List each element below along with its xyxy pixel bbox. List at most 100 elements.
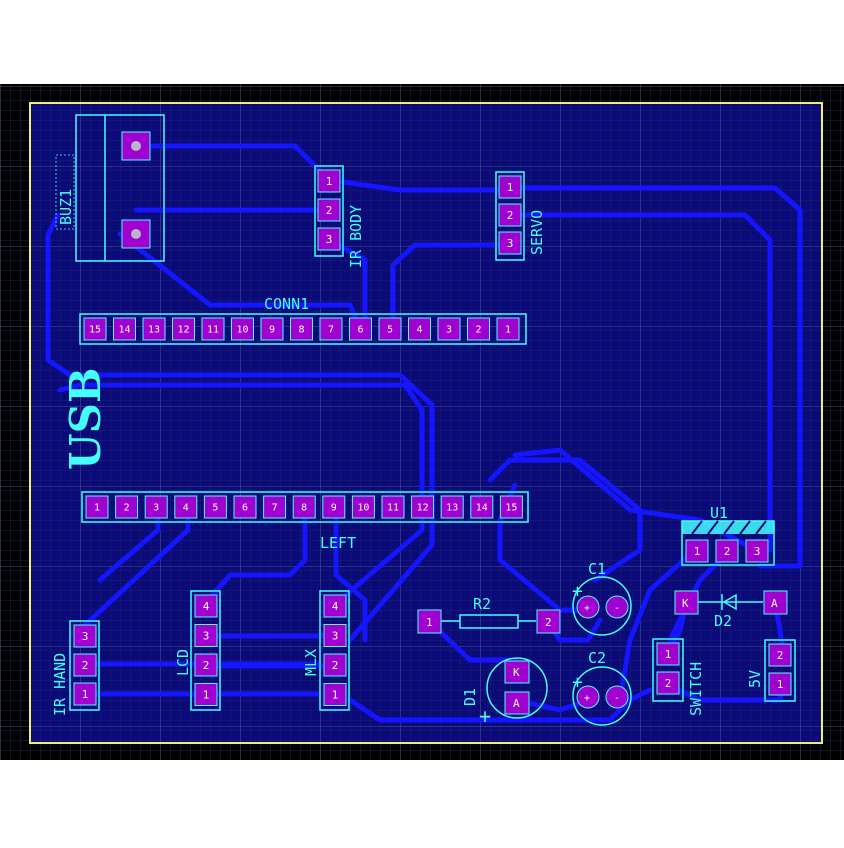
conn1-pad-5[interactable] [378,317,402,341]
component-c2[interactable]: + - + C2 [572,649,632,726]
lcd-label: LCD [174,649,192,676]
lcd-pad-4[interactable] [194,594,218,618]
conn1-pad-4[interactable] [408,317,431,341]
ir-body-pad-1[interactable] [317,169,341,193]
component-buz1[interactable]: BUZ1 [55,114,165,262]
conn1-pad-12[interactable] [172,317,195,341]
conn1-pad-3[interactable] [437,317,461,341]
c1-pad-minus[interactable] [605,595,629,619]
conn1-pad-number: 5 [387,325,393,336]
ir-hand-pad-2[interactable] [73,653,97,677]
lcd-outline [190,590,221,711]
c2-pad-minus[interactable] [605,685,629,709]
d2-pad-k[interactable] [674,590,699,615]
component-r2[interactable]: 1 2 R2 [417,595,561,634]
conn1-pad-7[interactable] [319,317,343,341]
component-d1[interactable]: K A + D1 [461,657,548,728]
lcd-pad-1[interactable] [194,683,218,706]
switch-pad-2[interactable] [656,671,680,695]
u1-pad-2[interactable] [715,539,739,563]
left-pad-3[interactable] [144,495,168,519]
r2-pad-1[interactable] [417,609,442,634]
left-pad-number: 11 [387,503,399,514]
component-5v[interactable]: 21 5V [746,639,796,702]
buz1-pad[interactable] [121,219,151,249]
u1-pad-3[interactable] [745,539,769,563]
conn1-pad-8[interactable] [290,317,313,341]
conn1-pad-number: 2 [475,325,481,336]
left-pad-1[interactable] [85,495,109,519]
conn1-pad-13[interactable] [142,317,166,341]
mlx-pad-3[interactable] [323,624,347,647]
conn1-pad-1[interactable] [496,317,520,341]
c1-pad-minus-text: - [614,603,620,614]
left-pad-8[interactable] [292,495,316,519]
d1-pad-k[interactable] [504,660,530,684]
left-pad-4[interactable] [174,495,198,519]
left-pad-6[interactable] [233,495,257,519]
ir-hand-pad-1[interactable] [73,682,97,706]
conn1-pad-2[interactable] [467,317,490,341]
conn1-pad-number: 11 [207,325,219,336]
mlx-pad-1[interactable] [323,683,347,706]
c1-pad-plus[interactable] [576,595,600,619]
lcd-pad-number: 4 [203,600,210,613]
c2-label: C2 [588,649,606,667]
component-c1[interactable]: + - + C1 [572,560,632,636]
servo-pad-2[interactable] [498,203,522,227]
left-pad-14[interactable] [470,495,494,519]
left-pad-9[interactable] [322,495,346,519]
c2-pad-plus[interactable] [576,685,600,709]
mlx-pad-2[interactable] [323,653,347,677]
conn1-pad-14[interactable] [113,317,136,341]
left-pad-11[interactable] [381,495,405,519]
component-d2[interactable]: K A D2 [674,590,788,630]
d1-outline [486,657,548,719]
ir-hand-pad-3[interactable] [73,624,97,648]
d2-pad-a[interactable] [763,590,788,615]
u1-label: U1 [710,504,728,522]
u1-pad-number: 1 [694,545,701,558]
fivev-pad-2[interactable] [768,643,792,667]
conn1-pad-15[interactable] [83,317,107,341]
component-switch[interactable]: 12 SWITCH [652,638,705,716]
left-pad-7[interactable] [263,495,287,519]
mlx-pad-4[interactable] [323,594,347,618]
fivev-pad-1[interactable] [768,672,792,696]
left-pad-12[interactable] [411,495,435,519]
left-label: LEFT [320,534,356,552]
servo-pad-3[interactable] [498,231,522,255]
ir-body-pad-3[interactable] [317,227,341,251]
conn1-pad-10[interactable] [231,317,254,341]
ir-body-pad-2[interactable] [317,198,341,222]
conn1-pad-9[interactable] [260,317,284,341]
switch-pad-number: 2 [665,677,672,690]
u1-pad-1[interactable] [685,539,709,563]
component-ir-hand[interactable]: 321 IR HAND [51,620,100,716]
servo-label: SERVO [528,210,546,255]
left-pad-13[interactable] [440,495,464,519]
lcd-pad-3[interactable] [194,624,218,647]
conn1-pad-11[interactable] [201,317,225,341]
mlx-pad-number: 4 [332,600,339,613]
r2-pad-2[interactable] [536,609,561,634]
left-pad-2[interactable] [115,495,139,519]
left-pad-10[interactable] [351,495,375,519]
conn1-pad-6[interactable] [349,317,372,341]
conn1-pad-number: 3 [446,325,452,336]
servo-pad-1[interactable] [498,175,522,199]
component-ir-body[interactable]: 123 IR BODY [314,165,365,268]
switch-pad-1[interactable] [656,642,680,666]
d1-pad-a[interactable] [504,691,530,715]
left-pad-15[interactable] [499,495,523,519]
component-servo[interactable]: 123 SERVO [495,171,546,261]
lcd-pad-2[interactable] [194,653,218,677]
left-pad-5[interactable] [203,495,227,519]
